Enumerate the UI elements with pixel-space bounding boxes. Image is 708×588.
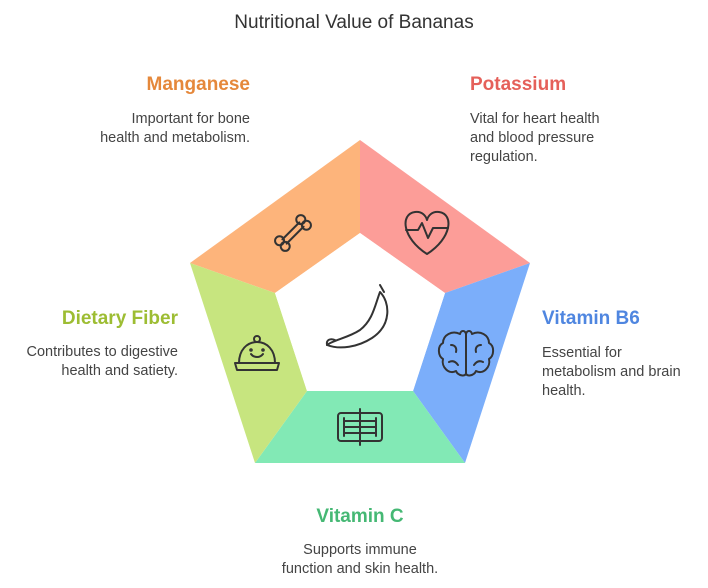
vitamin-b6-description-line: metabolism and brain xyxy=(542,364,681,380)
potassium-heading: Potassium xyxy=(470,74,567,95)
vitamin-b6-description-line: health. xyxy=(542,383,586,399)
vitamin-b6-description: Essential for metabolism and brain healt… xyxy=(542,344,702,401)
brain-icon xyxy=(437,330,495,377)
food-cloche-icon xyxy=(234,335,280,371)
manganese-description-line: health and metabolism. xyxy=(100,130,250,146)
segment-vitamin-b6[interactable] xyxy=(413,263,530,463)
potassium-description-line: regulation. xyxy=(470,149,538,165)
manganese-heading: Manganese xyxy=(146,74,250,95)
vitamin-c-description-line: function and skin health. xyxy=(281,561,439,577)
heart-pulse-icon xyxy=(404,210,450,255)
segment-manganese[interactable] xyxy=(190,140,360,293)
vitamin-c-heading: Vitamin C xyxy=(316,506,404,527)
x-ray-icon xyxy=(337,408,383,446)
bone-icon xyxy=(274,214,312,252)
center-pentagon xyxy=(275,233,445,391)
potassium-description-line: and blood pressure xyxy=(470,130,595,146)
vitamin-b6-description-line: Essential for xyxy=(542,345,622,361)
manganese-description: Important for bone health and metabolism… xyxy=(20,110,250,148)
page-title: Nutritional Value of Bananas xyxy=(234,12,474,33)
dietary-fiber-description-line: health and satiety. xyxy=(61,363,178,379)
potassium-description-line: Vital for heart health xyxy=(470,111,600,127)
manganese-description-line: Important for bone xyxy=(131,111,251,127)
dietary-fiber-heading: Dietary Fiber xyxy=(61,308,178,329)
vitamin-c-description: Supports immune function and skin health… xyxy=(230,541,490,579)
banana-icon xyxy=(325,284,389,349)
vitamin-b6-heading: Vitamin B6 xyxy=(542,308,640,329)
dietary-fiber-description-line: Contributes to digestive xyxy=(26,344,178,360)
dietary-fiber-description: Contributes to digestive health and sati… xyxy=(0,343,178,381)
vitamin-c-description-line: Supports immune xyxy=(303,542,417,558)
potassium-description: Vital for heart health and blood pressur… xyxy=(470,110,690,167)
segment-potassium[interactable] xyxy=(360,140,530,293)
